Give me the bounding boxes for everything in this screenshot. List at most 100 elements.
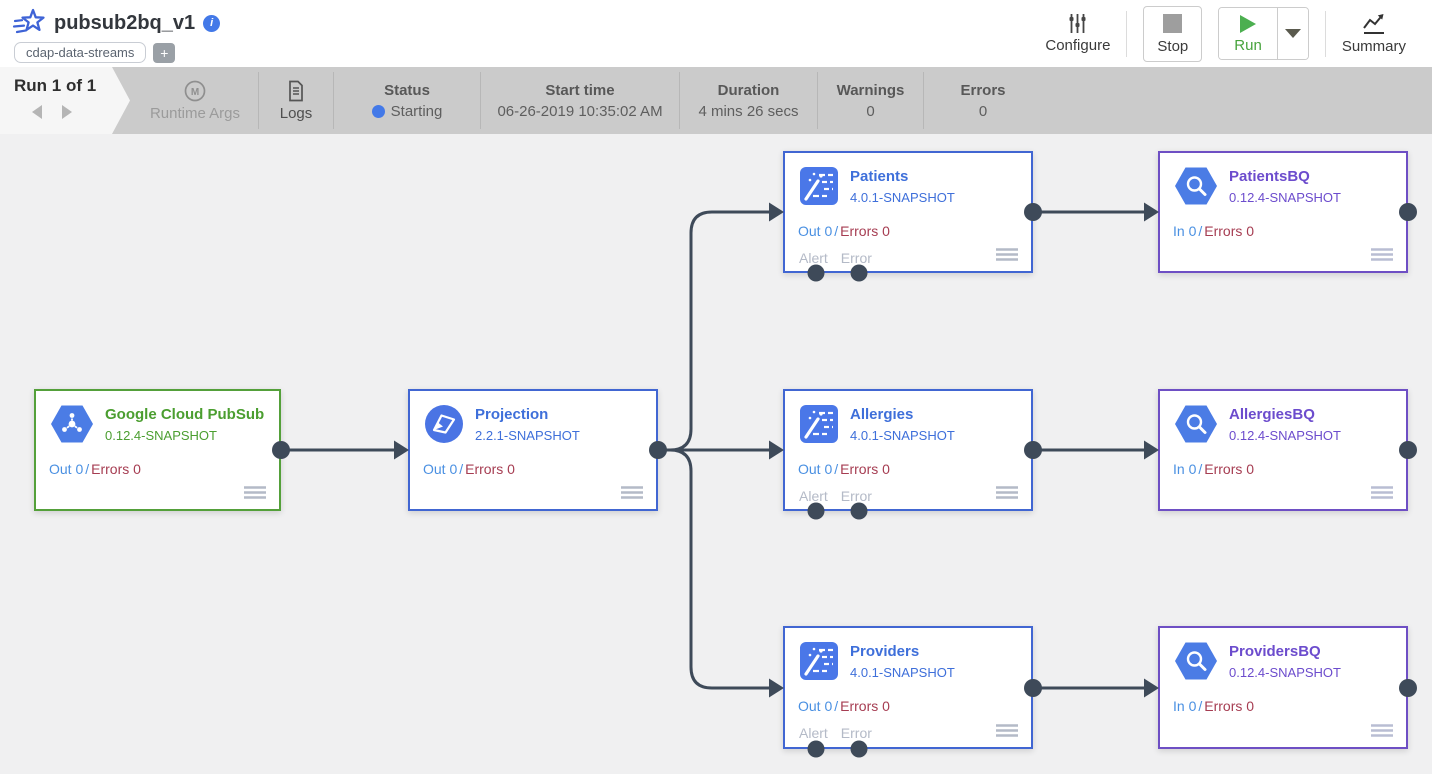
runtime-args-label: Runtime Args: [149, 104, 241, 122]
runbar-divider: [923, 72, 924, 129]
node-metrics: In 0/Errors 0: [1173, 698, 1255, 714]
summary-button[interactable]: Summary: [1342, 12, 1406, 55]
node-providersbq[interactable]: ProvidersBQ 0.12.4-SNAPSHOT In 0/Errors …: [1158, 626, 1408, 749]
header-divider: [1126, 10, 1128, 57]
arrowhead-icon: [769, 440, 784, 460]
hamburger-icon: [1371, 248, 1393, 261]
bigquery-hexagon-icon: [1174, 641, 1218, 686]
node-metrics: Out 0/Errors 0: [423, 461, 515, 477]
node-title: ProvidersBQ: [1229, 643, 1321, 660]
next-run-button[interactable]: [62, 105, 72, 119]
hamburger-icon: [1371, 724, 1393, 737]
start-time-value: 06-26-2019 10:35:02 AM: [497, 102, 663, 120]
node-version: 4.0.1-SNAPSHOT: [850, 190, 955, 205]
runbar-divider: [333, 72, 334, 129]
add-tag-button[interactable]: +: [153, 42, 176, 63]
arrowhead-icon: [1144, 202, 1159, 222]
runbar-divider: [258, 72, 259, 129]
stop-label: Stop: [1157, 37, 1189, 55]
node-menu-button[interactable]: [1370, 485, 1394, 500]
node-metrics: Out 0/Errors 0: [798, 461, 890, 477]
error-port-label: Error: [840, 725, 872, 741]
stop-button[interactable]: Stop: [1143, 5, 1203, 62]
node-title: Projection: [475, 406, 549, 423]
node-patients[interactable]: Patients 4.0.1-SNAPSHOT Out 0/Errors 0 A…: [783, 151, 1033, 273]
chevron-down-icon: [1284, 29, 1301, 38]
chart-line-icon: [1363, 14, 1385, 34]
play-icon: [1240, 15, 1257, 33]
projection-icon: [424, 404, 464, 449]
node-version: 0.12.4-SNAPSHOT: [1229, 428, 1341, 443]
alert-port-label: Alert: [799, 250, 828, 266]
configure-button[interactable]: Configure: [1045, 13, 1110, 54]
logs-label: Logs: [279, 104, 313, 122]
pubsub-hexagon-icon: [50, 404, 94, 449]
node-projection[interactable]: Projection 2.2.1-SNAPSHOT Out 0/Errors 0: [408, 389, 658, 511]
hamburger-icon: [244, 486, 266, 499]
status-value: Starting: [390, 102, 443, 120]
page-title: pubsub2bq_v1: [54, 11, 196, 34]
node-google-cloud-pubsub[interactable]: Google Cloud PubSub 0.12.4-SNAPSHOT Out …: [34, 389, 281, 511]
node-allergiesbq[interactable]: AllergiesBQ 0.12.4-SNAPSHOT In 0/Errors …: [1158, 389, 1408, 511]
arrowhead-icon: [769, 678, 784, 698]
header-divider: [1324, 10, 1326, 57]
info-icon[interactable]: i: [203, 14, 221, 32]
node-menu-button[interactable]: [1370, 723, 1394, 738]
bigquery-hexagon-icon: [1174, 404, 1218, 449]
run-button[interactable]: Run: [1219, 8, 1277, 59]
error-port-label: Error: [840, 488, 872, 504]
document-icon: [289, 80, 303, 101]
run-label: Run: [1234, 37, 1262, 54]
hamburger-icon: [996, 486, 1018, 499]
node-version: 4.0.1-SNAPSHOT: [850, 428, 955, 443]
duration-value: 4 mins 26 secs: [698, 102, 799, 120]
macro-m-icon: M: [184, 80, 206, 101]
previous-run-button[interactable]: [32, 105, 42, 119]
run-counter: Run 1 of 1: [0, 67, 130, 134]
hamburger-icon: [996, 724, 1018, 737]
run-dropdown-button[interactable]: [1276, 8, 1308, 59]
node-version: 0.12.4-SNAPSHOT: [105, 428, 217, 443]
configure-label: Configure: [1045, 37, 1111, 54]
node-metrics: In 0/Errors 0: [1173, 461, 1255, 477]
cdap-logo-icon: [12, 8, 45, 34]
connection: [658, 210, 769, 452]
node-menu-button[interactable]: [1370, 247, 1394, 262]
node-title: Providers: [850, 643, 920, 660]
warnings-label: Warnings: [836, 81, 905, 99]
node-menu-button[interactable]: [995, 485, 1019, 500]
node-menu-button[interactable]: [620, 485, 644, 500]
node-version: 0.12.4-SNAPSHOT: [1229, 190, 1341, 205]
connection: [658, 448, 769, 690]
arrowhead-icon: [394, 440, 409, 460]
run-info-bar: Run 1 of 1 M Runtime Args Logs Status St…: [0, 67, 1432, 134]
duration-section: Duration 4 mins 26 secs: [680, 67, 817, 134]
wrangler-icon: [799, 404, 839, 449]
wrangler-icon: [799, 166, 839, 211]
errors-section: Errors 0: [924, 67, 1042, 134]
runbar-divider: [480, 72, 481, 129]
namespace-tag[interactable]: cdap-data-streams: [14, 42, 147, 63]
node-menu-button[interactable]: [243, 485, 267, 500]
node-metrics: Out 0/Errors 0: [798, 223, 890, 239]
alert-error-port-labels: Alert Error: [799, 725, 872, 741]
node-menu-button[interactable]: [995, 723, 1019, 738]
node-patientsbq[interactable]: PatientsBQ 0.12.4-SNAPSHOT In 0/Errors 0: [1158, 151, 1408, 273]
arrowhead-icon: [1144, 440, 1159, 460]
alert-port-label: Alert: [799, 725, 828, 741]
warnings-value: 0: [866, 102, 875, 120]
node-allergies[interactable]: Allergies 4.0.1-SNAPSHOT Out 0/Errors 0 …: [783, 389, 1033, 511]
node-providers[interactable]: Providers 4.0.1-SNAPSHOT Out 0/Errors 0 …: [783, 626, 1033, 749]
pipeline-canvas[interactable]: Google Cloud PubSub 0.12.4-SNAPSHOT Out …: [0, 134, 1432, 774]
runtime-args-button[interactable]: M Runtime Args: [132, 67, 258, 134]
duration-label: Duration: [717, 81, 780, 99]
node-version: 0.12.4-SNAPSHOT: [1229, 665, 1341, 680]
error-port-label: Error: [840, 250, 872, 266]
status-section: Status Starting: [334, 67, 480, 134]
logs-button[interactable]: Logs: [259, 67, 333, 134]
start-time-section: Start time 06-26-2019 10:35:02 AM: [481, 67, 679, 134]
hamburger-icon: [621, 486, 643, 499]
node-title: Allergies: [850, 406, 914, 423]
node-menu-button[interactable]: [995, 247, 1019, 262]
runbar-divider: [817, 72, 818, 129]
